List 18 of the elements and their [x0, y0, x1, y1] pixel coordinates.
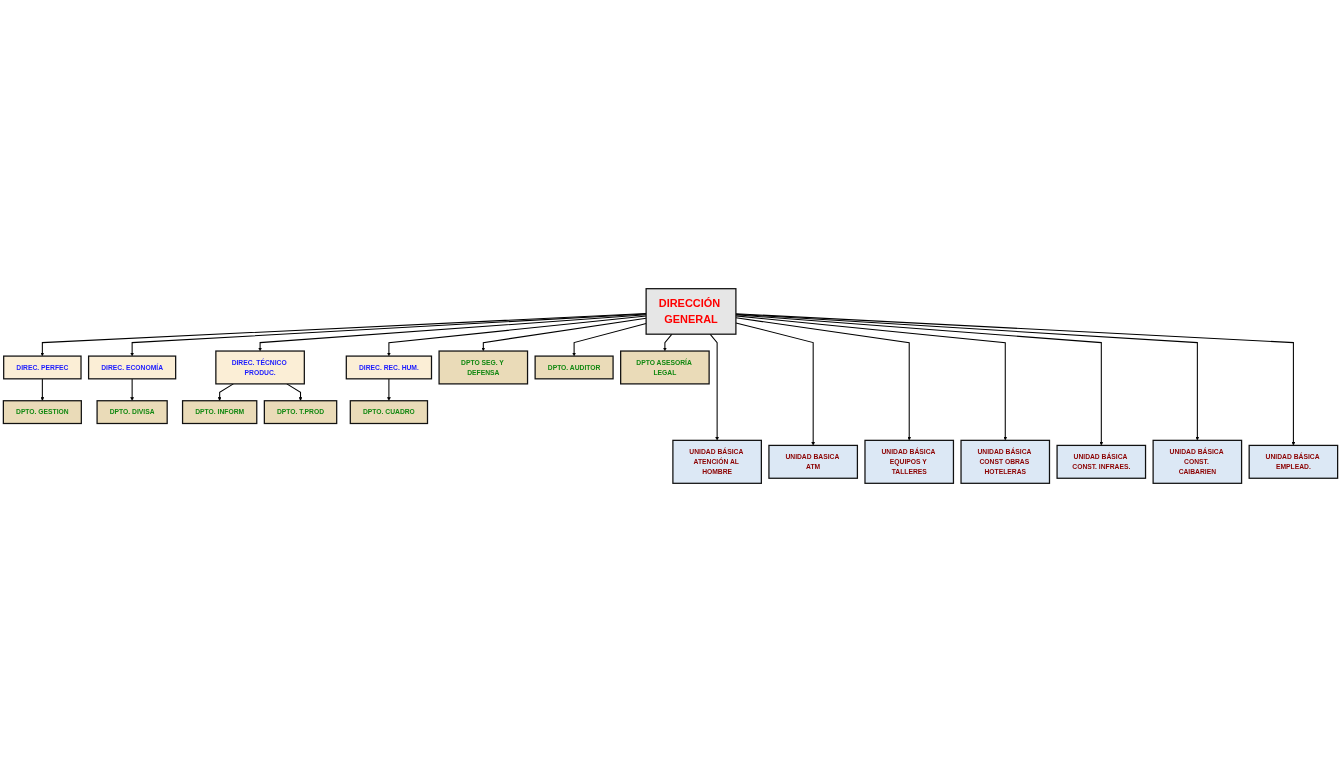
arrow [735, 313, 1296, 446]
arrow [735, 313, 1200, 441]
arrow [387, 315, 647, 357]
arrow [217, 383, 234, 401]
arrow [735, 314, 1104, 446]
arrow [709, 333, 719, 441]
arrow [735, 317, 912, 441]
arrow [735, 322, 815, 446]
arrow [258, 314, 647, 352]
arrow [40, 378, 45, 401]
node-box: DIRECCIÓN GENERAL [645, 288, 737, 335]
arrow [735, 315, 1008, 441]
arrow [663, 333, 673, 352]
arrow [572, 322, 647, 357]
arrow [387, 378, 391, 401]
arrow [481, 317, 647, 352]
arrow [286, 383, 303, 401]
arrow [130, 378, 134, 401]
